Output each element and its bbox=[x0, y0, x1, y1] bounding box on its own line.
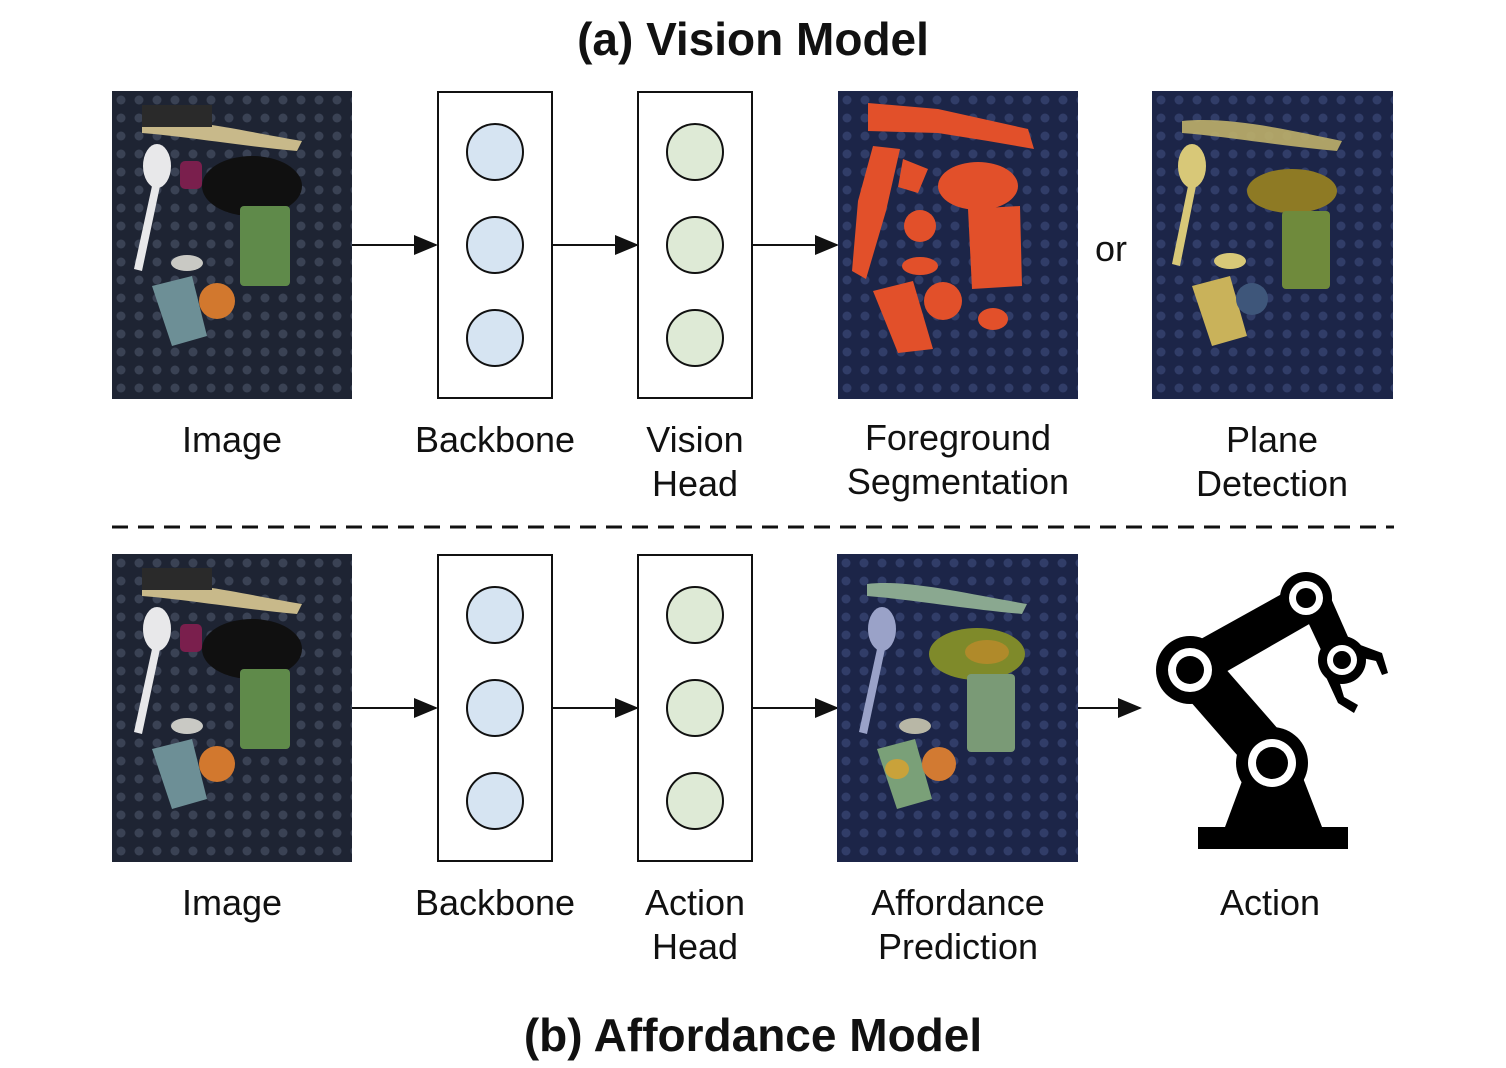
action-head-box bbox=[637, 554, 753, 862]
input-image-bottom bbox=[112, 554, 352, 862]
plane-label-line2: Detection bbox=[1195, 463, 1349, 504]
action-label: Action bbox=[1219, 882, 1321, 923]
arrow-affordance-to-action bbox=[1078, 698, 1142, 718]
head-node bbox=[666, 216, 724, 274]
head-node bbox=[666, 309, 724, 367]
arrow-backbone-to-head-top bbox=[553, 235, 639, 255]
image-label-top: Image bbox=[181, 419, 283, 460]
backbone-node bbox=[466, 309, 524, 367]
backbone-node bbox=[466, 123, 524, 181]
vision-head-label-line2: Head bbox=[651, 463, 739, 504]
foreground-label-line1: Foreground bbox=[864, 417, 1052, 458]
action-head-label-line2: Head bbox=[651, 926, 739, 967]
head-node bbox=[666, 586, 724, 644]
arrow-head-to-output-top bbox=[753, 235, 839, 255]
backbone-label-top: Backbone bbox=[414, 419, 576, 460]
affordance-label-line1: Affordance bbox=[871, 882, 1045, 923]
affordance-prediction-label: Affordance Prediction bbox=[818, 881, 1098, 969]
section-divider bbox=[112, 525, 1394, 529]
foreground-segmentation-label: Foreground Segmentation bbox=[818, 416, 1098, 504]
backbone-node bbox=[466, 586, 524, 644]
input-image-top bbox=[112, 91, 352, 399]
arrow-head-to-affordance bbox=[753, 698, 839, 718]
backbone-label-bottom: Backbone bbox=[414, 882, 576, 923]
backbone-box-top bbox=[437, 91, 553, 399]
arrow-backbone-to-head-bottom bbox=[553, 698, 639, 718]
action-head-label-line1: Action bbox=[644, 882, 746, 923]
backbone-node bbox=[466, 679, 524, 737]
image-label-bottom: Image bbox=[181, 882, 283, 923]
vision-head-label-line1: Vision bbox=[646, 419, 744, 460]
plane-label-line1: Plane bbox=[1225, 419, 1319, 460]
head-node bbox=[666, 123, 724, 181]
backbone-node bbox=[466, 216, 524, 274]
head-node bbox=[666, 679, 724, 737]
foreground-label-line2: Segmentation bbox=[846, 461, 1070, 502]
affordance-model-title: (b) Affordance Model bbox=[523, 1009, 983, 1061]
plane-detection-label: Plane Detection bbox=[1132, 418, 1412, 506]
vision-model-title: (a) Vision Model bbox=[577, 13, 929, 65]
affordance-prediction-image bbox=[837, 554, 1078, 862]
robot-arm-icon bbox=[1156, 572, 1388, 849]
vision-head-box bbox=[637, 91, 753, 399]
arrow-image-to-backbone-bottom bbox=[352, 698, 438, 718]
backbone-box-bottom bbox=[437, 554, 553, 862]
vision-head-label: Vision Head bbox=[595, 418, 795, 506]
or-text: or bbox=[1095, 228, 1128, 269]
plane-detection-image bbox=[1152, 91, 1393, 399]
backbone-node bbox=[466, 772, 524, 830]
affordance-label-line2: Prediction bbox=[877, 926, 1039, 967]
foreground-segmentation-image bbox=[838, 91, 1078, 399]
action-head-label: Action Head bbox=[595, 881, 795, 969]
head-node bbox=[666, 772, 724, 830]
arrow-image-to-backbone-top bbox=[352, 235, 438, 255]
